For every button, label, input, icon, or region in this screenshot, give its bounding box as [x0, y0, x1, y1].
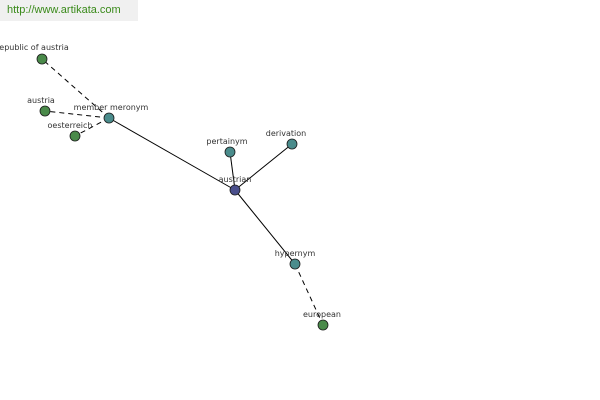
node-oesterreich[interactable] [69, 130, 81, 142]
node-derivation[interactable] [286, 138, 298, 150]
site-url-link[interactable]: http://www.artikata.com [7, 4, 121, 16]
label-austria[interactable]: austria [27, 96, 55, 105]
label-republic-of-austria[interactable]: epublic of austria [0, 43, 69, 52]
edge-austrian-to-derivation [234, 143, 293, 191]
nodes-layer [36, 53, 329, 331]
label-derivation[interactable]: derivation [266, 129, 306, 138]
edge-hypernym-to-european [294, 263, 324, 326]
edge-austrian-to-hypernym [234, 189, 296, 265]
labels-layer: austrian member meronym pertainym derivatio… [0, 43, 341, 319]
node-republic-of-austria[interactable] [36, 53, 48, 65]
node-member-meronym[interactable] [103, 112, 115, 124]
node-european[interactable] [317, 319, 329, 331]
label-hypernym[interactable]: hypernym [275, 249, 316, 258]
node-pertainym[interactable] [224, 146, 236, 158]
edge-austrian-to-member-meronym [108, 117, 236, 191]
node-austrian[interactable] [229, 184, 241, 196]
node-hypernym[interactable] [289, 258, 301, 270]
label-pertainym[interactable]: pertainym [206, 137, 247, 146]
edges-layer [41, 58, 324, 326]
edge-austrian-to-pertainym [229, 151, 236, 191]
edge-member-meronym-to-oesterreich [74, 117, 110, 137]
url-banner: http://www.artikata.com [0, 0, 138, 21]
edge-member-meronym-to-austria [44, 110, 110, 119]
label-oesterreich[interactable]: oesterreich [48, 121, 93, 130]
label-european[interactable]: european [303, 310, 341, 319]
label-member-meronym[interactable]: member meronym [74, 103, 149, 112]
node-austria[interactable] [39, 105, 51, 117]
edge-member-meronym-to-republic-of-austria [41, 58, 110, 119]
label-austrian[interactable]: austrian [219, 175, 252, 184]
